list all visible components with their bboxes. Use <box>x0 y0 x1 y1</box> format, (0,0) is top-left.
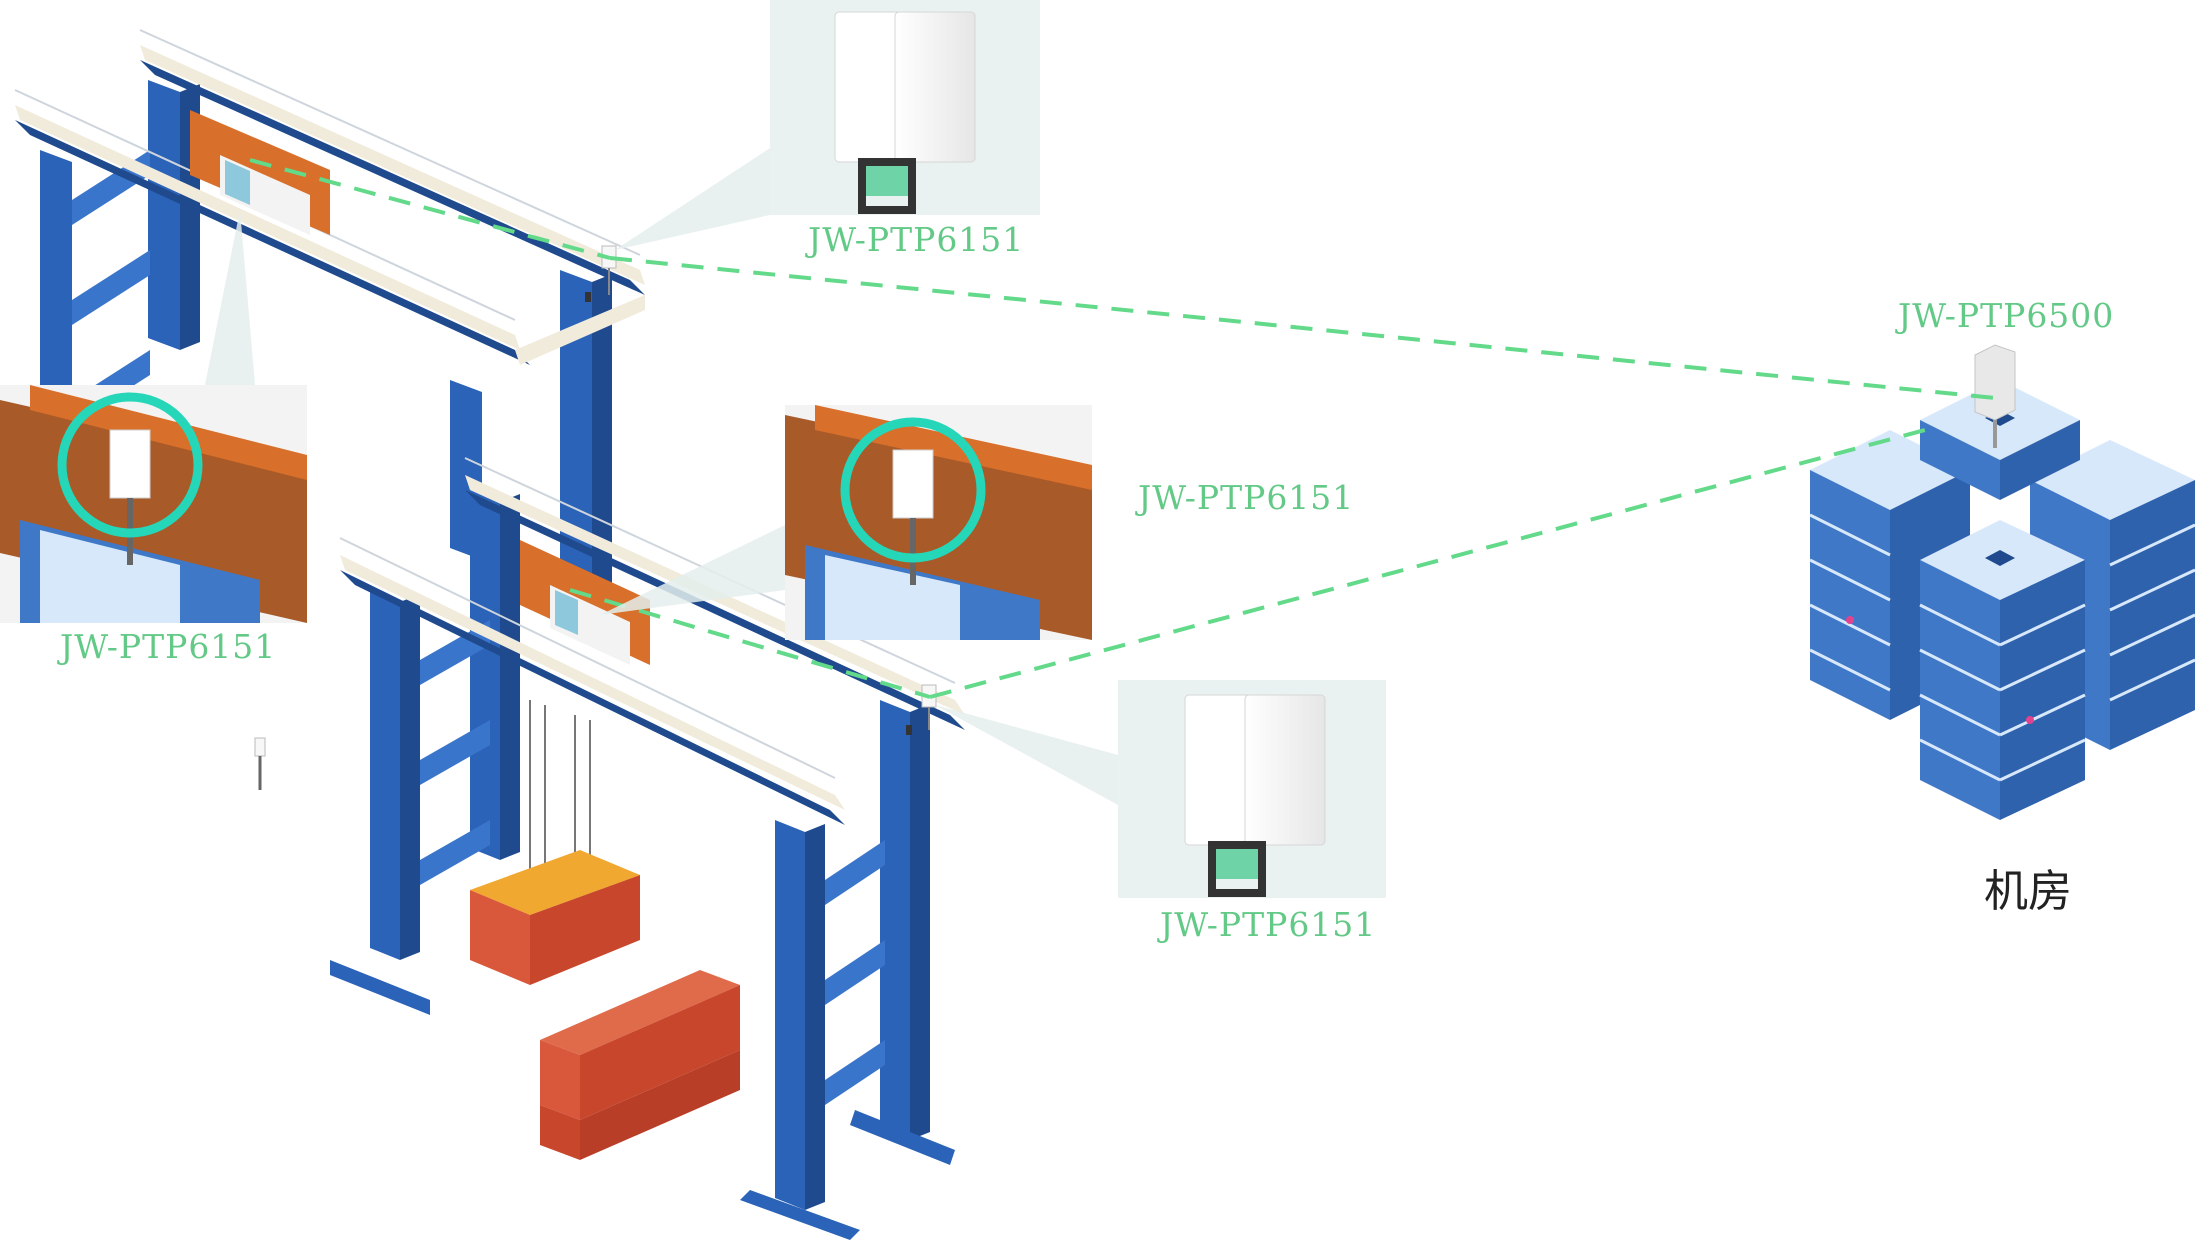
wireless-link-top <box>249 158 1996 400</box>
gantry-crane-back <box>14 29 645 600</box>
device-label-server: JW-PTP6500 <box>1898 296 2115 335</box>
wireless-link-mid <box>569 428 1926 699</box>
zoom-inset-left <box>0 385 307 623</box>
zoom-inset-mid <box>785 405 1092 640</box>
device-label-mid: JW-PTP6151 <box>1138 478 1355 517</box>
highlight-ring <box>840 417 986 563</box>
server-room-stack <box>1809 380 2196 820</box>
device-label-bottom: JW-PTP6151 <box>1160 905 1377 944</box>
highlight-ring <box>57 392 203 538</box>
server-room-label: 机房 <box>1984 866 2072 917</box>
callout-beam-tl <box>205 210 255 385</box>
device-label-left-inset: JW-PTP6151 <box>60 627 277 666</box>
gantry-crane-front <box>330 457 965 1240</box>
callout-beam-bottom <box>935 705 1118 805</box>
container-stack <box>540 970 740 1160</box>
device-label-top: JW-PTP6151 <box>808 220 1025 259</box>
product-panel-top <box>770 0 1040 215</box>
product-panel-bottom <box>1118 680 1386 898</box>
radio-device-server <box>1974 344 2016 448</box>
callout-beam-top <box>615 148 770 250</box>
callout-beam-mid <box>600 525 785 615</box>
radio-device-loose <box>254 737 266 790</box>
